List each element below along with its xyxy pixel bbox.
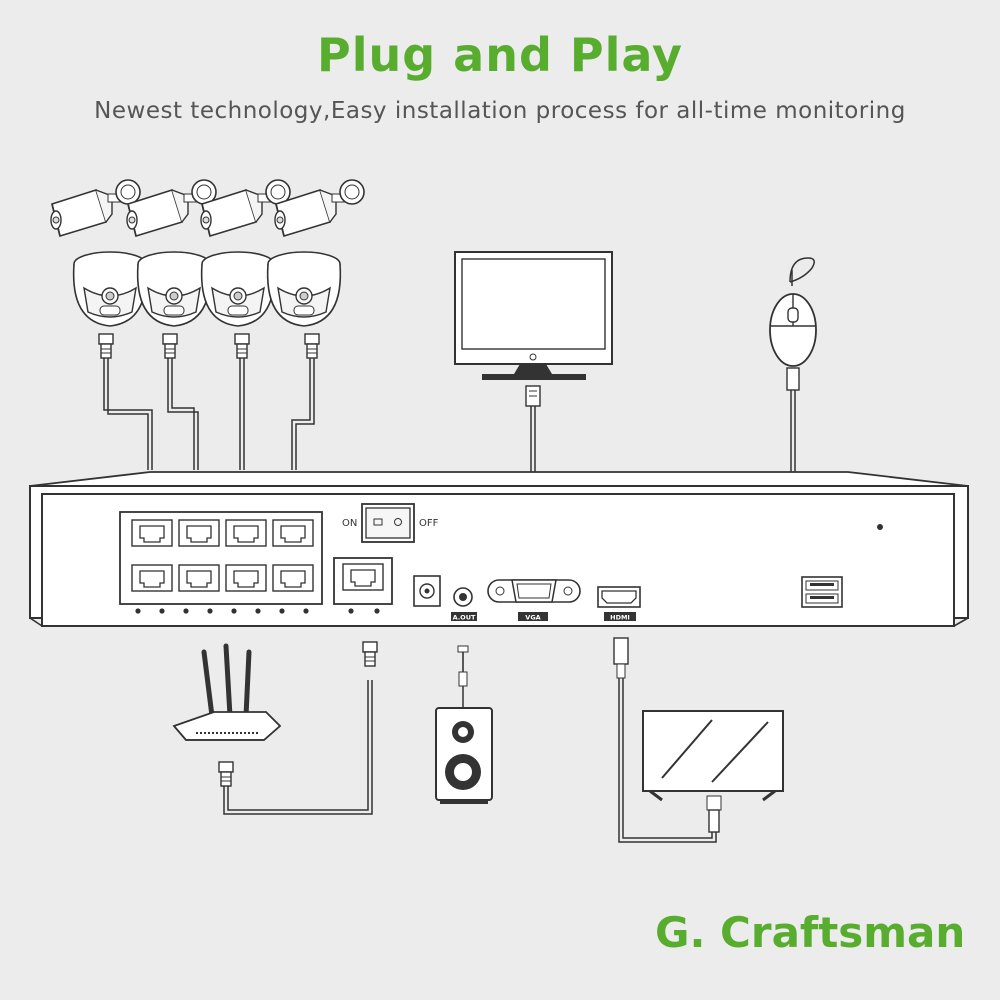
dc-power-jack [413, 575, 441, 607]
brand-logo: G. Craftsman [655, 908, 966, 957]
dome-camera-2 [136, 251, 212, 327]
switch-off-label: OFF [419, 518, 439, 529]
audio-out-port [451, 587, 477, 621]
lan-port [333, 557, 393, 614]
dome-camera-4 [266, 251, 342, 327]
router [172, 643, 373, 815]
bullet-camera-1 [50, 179, 141, 237]
switch-on-label: ON [342, 518, 357, 529]
hdmi-port [597, 586, 641, 621]
vga-label: VGA [525, 614, 540, 622]
monitor [454, 251, 613, 380]
hdmi-label: HDMI [610, 614, 630, 622]
usb-ports [801, 576, 843, 608]
poe-port-block [119, 511, 323, 614]
page-title: Plug and Play [317, 28, 683, 82]
power-switch[interactable] [361, 503, 415, 543]
aout-label: A.OUT [453, 614, 476, 622]
dome-camera-3 [200, 251, 276, 327]
vga-port [487, 579, 581, 621]
page-subtitle: Newest technology,Easy installation proc… [94, 98, 906, 124]
camera-cables [103, 358, 315, 470]
tv [613, 637, 784, 843]
dome-camera-1 [72, 251, 148, 327]
speaker [435, 645, 493, 804]
lan-cable-plug [362, 641, 378, 667]
